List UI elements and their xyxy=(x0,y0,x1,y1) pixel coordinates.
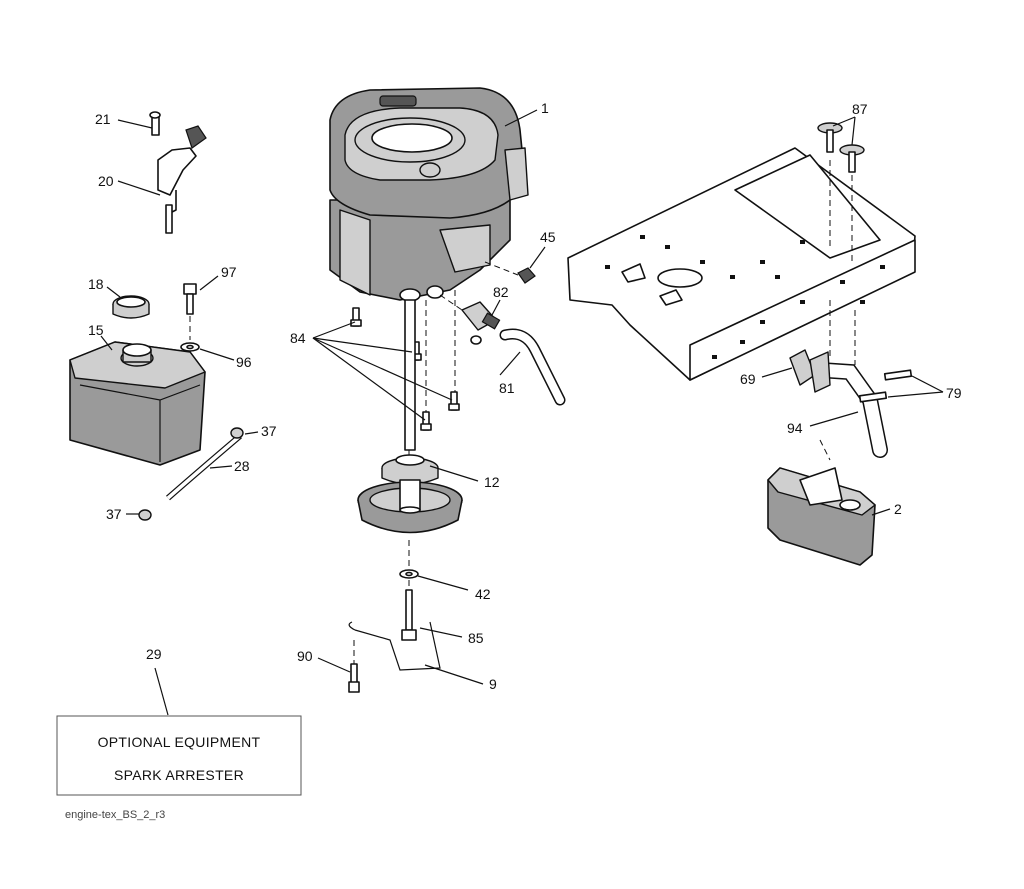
crankshaft-centerline xyxy=(408,290,456,595)
exhaust-centerline-3 xyxy=(819,439,831,461)
callout-96: 96 xyxy=(236,354,252,370)
knobs-87-part xyxy=(817,122,865,262)
fuel-cap-part xyxy=(112,295,150,319)
optional-equipment-box: OPTIONAL EQUIPMENT SPARK ARRESTER xyxy=(56,715,302,796)
callout-87: 87 xyxy=(852,101,868,117)
hose-clamp-upper-part xyxy=(230,427,244,439)
hose-clamp-lower-part xyxy=(138,509,152,521)
engine-part xyxy=(329,87,529,302)
washer-96-part xyxy=(180,342,200,352)
callout-85: 85 xyxy=(468,630,484,646)
optional-equipment-title: OPTIONAL EQUIPMENT xyxy=(98,734,261,750)
callout-15: 15 xyxy=(88,322,104,338)
callout-37-lower: 37 xyxy=(106,506,122,522)
callout-90: 90 xyxy=(297,648,313,664)
spark-arrester-label: SPARK ARRESTER xyxy=(114,767,244,783)
nut-45-part xyxy=(484,261,536,284)
bolts-84-part xyxy=(350,307,460,431)
callout-84: 84 xyxy=(290,330,306,346)
bolt-90-part xyxy=(348,640,360,693)
bolts-79-part xyxy=(858,369,913,403)
callout-2: 2 xyxy=(894,501,902,517)
washer-42-part xyxy=(399,569,419,579)
callout-82: 82 xyxy=(493,284,509,300)
callout-1: 1 xyxy=(541,100,549,116)
diagram-reference-id: engine-tex_BS_2_r3 xyxy=(65,809,165,821)
fuel-line-part xyxy=(166,433,242,501)
callout-29: 29 xyxy=(146,646,162,662)
bolt-97-part xyxy=(183,283,197,340)
bracket-9-part xyxy=(348,621,441,671)
callout-45: 45 xyxy=(540,229,556,245)
leader-lines xyxy=(100,109,944,716)
callout-79: 79 xyxy=(946,385,962,401)
throttle-control-part xyxy=(149,111,207,234)
fitting-82-part xyxy=(439,294,501,345)
callout-9: 9 xyxy=(489,676,497,692)
exhaust-pipe-94-part xyxy=(809,351,888,458)
callout-18: 18 xyxy=(88,276,104,292)
crankshaft-tube-part xyxy=(404,299,416,451)
callout-97: 97 xyxy=(221,264,237,280)
callout-12: 12 xyxy=(484,474,500,490)
muffler-2-part xyxy=(767,467,876,566)
frame-plate-part xyxy=(567,147,916,381)
callout-42: 42 xyxy=(475,586,491,602)
oil-drain-hose-part xyxy=(499,328,566,406)
pulley-12-part xyxy=(357,454,463,534)
callout-labels: 1 21 20 18 15 97 96 37 28 37 45 82 81 84… xyxy=(88,100,962,692)
callout-21: 21 xyxy=(95,111,111,127)
callout-37-upper: 37 xyxy=(261,423,277,439)
callout-94: 94 xyxy=(787,420,803,436)
callout-28: 28 xyxy=(234,458,250,474)
fuel-tank-part xyxy=(69,341,206,466)
callout-20: 20 xyxy=(98,173,114,189)
callout-81: 81 xyxy=(499,380,515,396)
callout-69: 69 xyxy=(740,371,756,387)
bolt-85-part xyxy=(401,589,417,641)
